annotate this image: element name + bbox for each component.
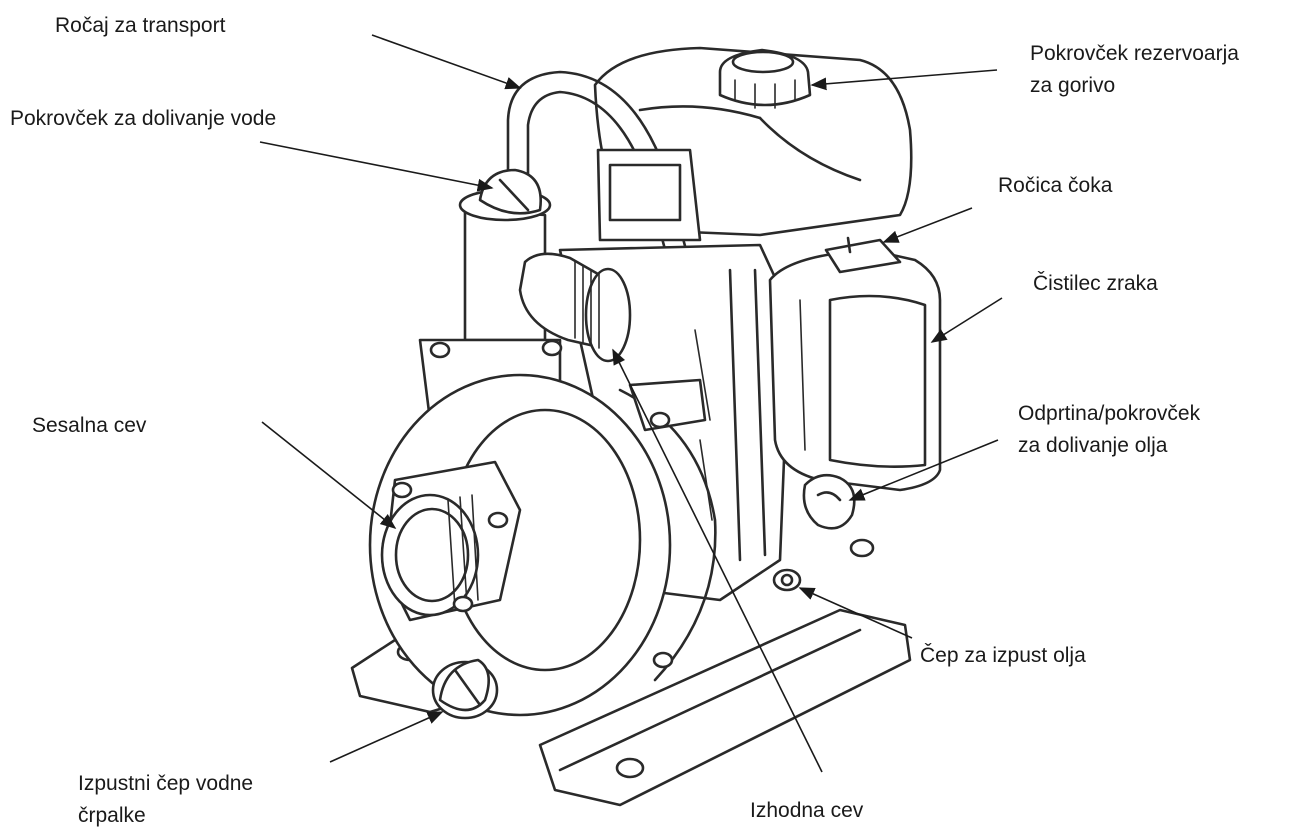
leader-suction-port xyxy=(261,421,397,529)
label-water-fill-cap: Pokrovček za dolivanje vode xyxy=(10,107,277,130)
leader-pump-drain xyxy=(329,711,444,763)
leader-choke-lever xyxy=(882,207,973,243)
leader-oil-drain xyxy=(798,587,913,639)
label-discharge-port: Izhodna cev xyxy=(750,799,864,822)
label-oil-drain-plug: Čep za izpust olja xyxy=(920,644,1086,667)
leader-fuel-cap xyxy=(810,69,998,91)
leader-discharge-port xyxy=(612,348,823,773)
leader-air-cleaner xyxy=(930,297,1003,343)
pump-drain-plug xyxy=(431,658,499,720)
leader-water-fill-cap xyxy=(259,141,494,192)
oil-filler xyxy=(802,473,856,530)
pump-illustration xyxy=(350,46,942,807)
label-pump-drain-plug: Izpustni čep vodne črpalke xyxy=(78,772,254,827)
suction-port xyxy=(380,460,522,622)
label-suction-port: Sesalna cev xyxy=(32,414,147,437)
leader-lines xyxy=(259,34,1003,773)
discharge-port xyxy=(518,252,632,363)
pump-housing xyxy=(368,338,717,717)
label-air-cleaner: Čistilec zraka xyxy=(1033,272,1158,295)
label-oil-filler: Odprtina/pokrovček za dolivanje olja xyxy=(1018,402,1201,457)
label-fuel-tank-cap: Pokrovček rezervoarja za gorivo xyxy=(1030,42,1239,97)
label-choke-lever: Ročica čoka xyxy=(998,174,1113,197)
leader-oil-filler xyxy=(848,439,999,501)
label-carry-handle: Ročaj za transport xyxy=(55,14,226,37)
oil-drain xyxy=(772,568,802,592)
leader-carry-handle xyxy=(371,34,522,90)
air-cleaner xyxy=(768,236,942,492)
